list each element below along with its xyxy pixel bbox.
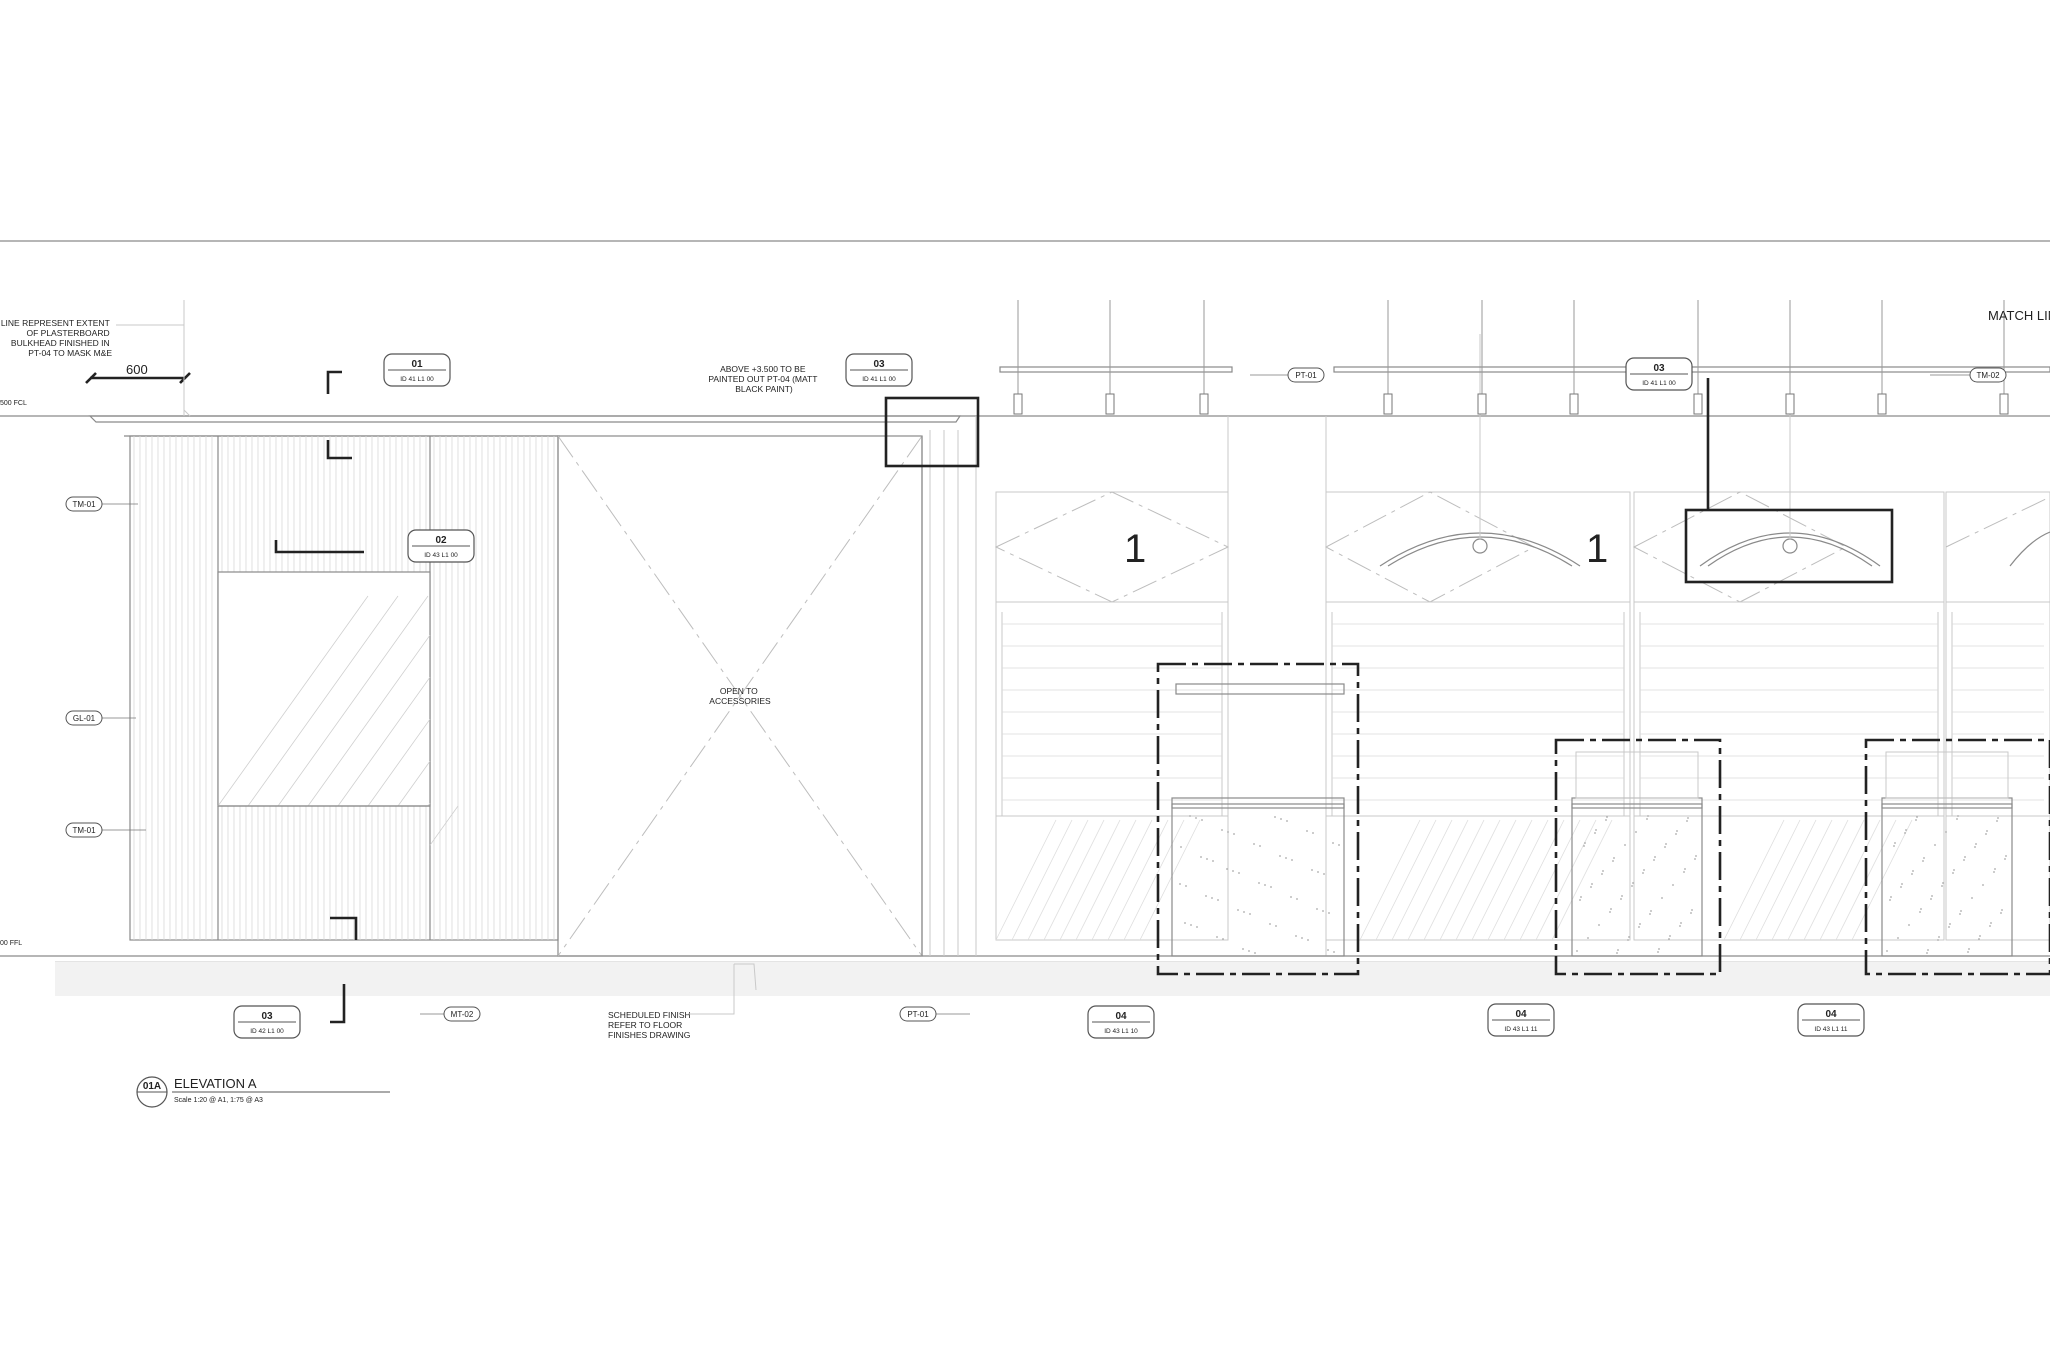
detail-tag-ref: ID 43 L1 11 <box>1504 1026 1538 1033</box>
detail-tag: 03 ID 42 L1 00 <box>233 1005 301 1039</box>
title-number: 01A <box>143 1081 161 1092</box>
callout-box <box>1684 508 1894 584</box>
detail-tag: 02 ID 43 L1 00 <box>407 529 475 563</box>
material-label: PT-01 <box>907 1010 929 1019</box>
material-tag-tm02: TM-02 <box>1930 367 2007 383</box>
lower-cabinet-hatch <box>995 819 1913 941</box>
material-label: TM-02 <box>1976 371 2000 380</box>
detail-tag-ref: ID 43 L1 11 <box>1814 1026 1848 1033</box>
shelving-bays <box>994 416 2050 956</box>
material-label: PT-01 <box>1295 371 1317 380</box>
bay-glyph: 1 <box>1124 527 1146 571</box>
detail-tag-number: 04 <box>1115 1011 1127 1022</box>
detail-tag-ref: ID 41 L1 00 <box>400 376 434 383</box>
material-tag-pt01_bottom: PT-01 <box>899 1006 970 1022</box>
fcl-level-label: 500 FCL <box>0 400 27 407</box>
material-label: GL-01 <box>73 714 96 723</box>
title-text: ELEVATION A <box>174 1076 257 1091</box>
detail-tag-number: 02 <box>435 535 447 546</box>
glass-panel <box>217 571 431 807</box>
material-label: TM-01 <box>72 500 96 509</box>
bulkhead-note: LINE REPRESENT EXTENT OF PLASTERBOARD BU… <box>1 318 113 358</box>
detail-tag: 01 ID 41 L1 00 <box>383 353 451 387</box>
shelf-lines <box>1002 623 2044 801</box>
glass-hatch <box>217 595 459 846</box>
detail-tag-ref: ID 41 L1 00 <box>1642 380 1676 387</box>
material-tag-pt01_top: PT-01 <box>1250 367 1325 383</box>
bulkhead-cornice <box>88 415 962 423</box>
speckle-texture <box>1175 807 2007 954</box>
open-note: OPEN TO ACCESSORIES <box>709 686 771 706</box>
detail-tag: 04 ID 43 L1 11 <box>1487 1003 1555 1037</box>
pendant-bulb <box>1472 538 1488 554</box>
detail-tag-number: 03 <box>1653 363 1665 374</box>
vertical-posts <box>921 416 977 956</box>
material-tag-tm01_bottom: TM-01 <box>65 822 146 838</box>
detail-tag-number: 01 <box>411 359 423 370</box>
detail-tag-ref: ID 43 L1 10 <box>1104 1028 1138 1035</box>
detail-tag: 03 ID 41 L1 00 <box>1625 357 1693 391</box>
pendant-lights <box>1013 300 2009 415</box>
detail-tag: 04 ID 43 L1 11 <box>1797 1003 1865 1037</box>
bay-glyph: 1 <box>1586 527 1608 571</box>
detail-tag-number: 04 <box>1825 1009 1837 1020</box>
material-label: TM-01 <box>72 826 96 835</box>
callout-box <box>884 396 980 468</box>
material-tag-mt02: MT-02 <box>420 1006 481 1022</box>
display-unit-mid <box>1554 738 1722 976</box>
track-light-rail <box>999 366 1233 373</box>
detail-tag-ref: ID 43 L1 00 <box>424 552 458 559</box>
material-tag-tm01_top: TM-01 <box>65 496 138 512</box>
detail-tag-number: 04 <box>1515 1009 1527 1020</box>
above-note: ABOVE +3.500 TO BE PAINTED OUT PT-04 (MA… <box>708 364 819 394</box>
match-line-label: MATCH LIN <box>1988 308 2050 323</box>
display-unit-right <box>1864 738 2050 976</box>
detail-tag: 04 ID 43 L1 10 <box>1087 1005 1155 1039</box>
ffl-level-label: 00 FFL <box>0 940 22 947</box>
timber-ribs <box>133 436 555 940</box>
detail-tag-number: 03 <box>261 1011 273 1022</box>
title-block: 01A ELEVATION A Scale 1:20 @ A1, 1:75 @ … <box>136 1076 390 1108</box>
detail-tag-ref: ID 42 L1 00 <box>250 1028 284 1035</box>
detail-tag-ref: ID 41 L1 00 <box>862 376 896 383</box>
detail-tag-number: 03 <box>873 359 885 370</box>
dimension-value: 600 <box>126 362 148 377</box>
material-label: MT-02 <box>451 1010 474 1019</box>
finish-note: SCHEDULED FINISH REFER TO FLOOR FINISHES… <box>608 1010 693 1040</box>
title-scale: Scale 1:20 @ A1, 1:75 @ A3 <box>174 1097 263 1104</box>
display-unit-left <box>1156 662 1360 976</box>
floor-screed-hatch <box>55 962 2050 996</box>
detail-tag: 03 ID 41 L1 00 <box>845 353 913 387</box>
material-tag-gl01: GL-01 <box>65 710 136 726</box>
